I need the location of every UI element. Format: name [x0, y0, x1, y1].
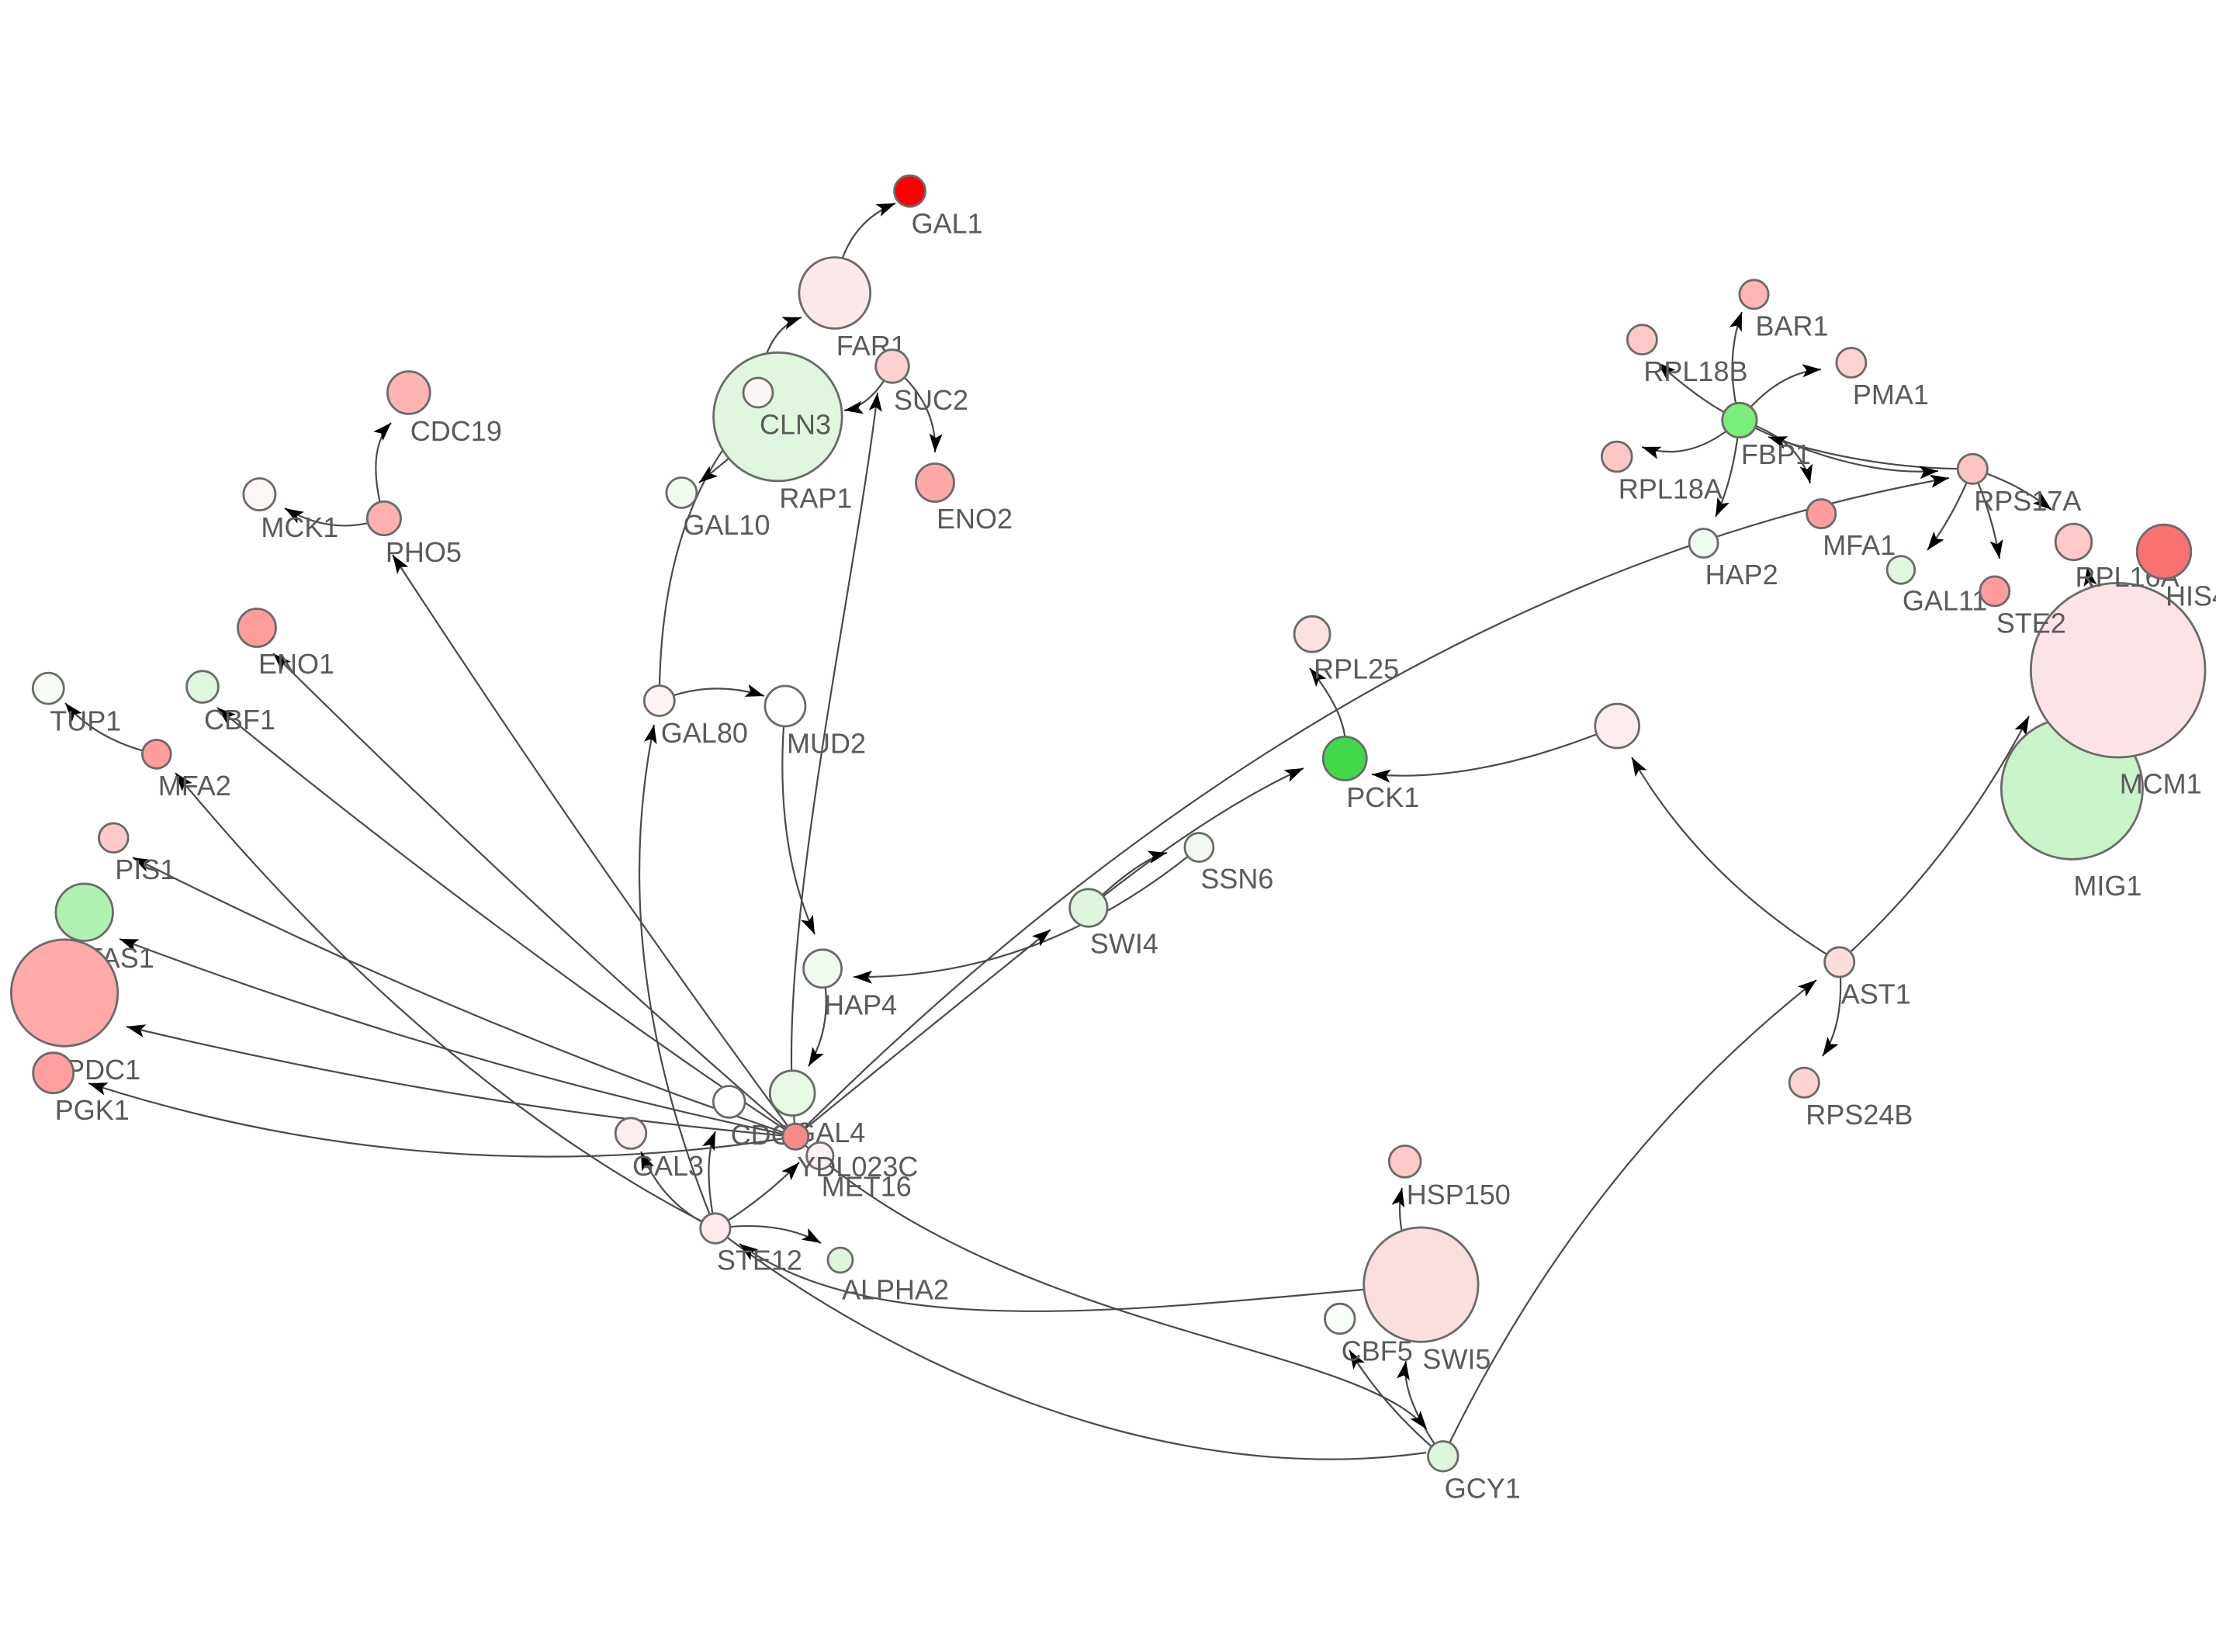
svg-text:RPS17A: RPS17A	[1974, 485, 2081, 517]
svg-text:SWI4: SWI4	[1090, 928, 1158, 960]
svg-text:TUP1: TUP1	[50, 705, 121, 737]
svg-text:SSN6: SSN6	[1200, 863, 1273, 895]
svg-text:GCY1: GCY1	[1445, 1473, 1521, 1505]
svg-text:HAP4: HAP4	[824, 989, 897, 1020]
svg-text:PCK1: PCK1	[1346, 781, 1419, 813]
svg-text:SUC2: SUC2	[894, 384, 968, 416]
svg-text:CBF1: CBF1	[204, 704, 275, 736]
svg-text:GAL10: GAL10	[683, 509, 770, 541]
svg-text:CBF5: CBF5	[1342, 1335, 1413, 1366]
svg-text:YDL023C: YDL023C	[797, 1151, 918, 1183]
svg-text:HAP2: HAP2	[1705, 559, 1778, 590]
svg-text:ALPHA2: ALPHA2	[842, 1274, 949, 1306]
svg-text:PHO5: PHO5	[386, 536, 462, 568]
svg-text:CDC19: CDC19	[410, 415, 502, 447]
svg-text:HIS4: HIS4	[2166, 580, 2216, 611]
svg-text:PMA1: PMA1	[1853, 379, 1929, 410]
svg-text:CLN3: CLN3	[760, 409, 831, 441]
svg-text:FBP1: FBP1	[1741, 438, 1811, 470]
svg-text:STE12: STE12	[717, 1245, 802, 1276]
svg-text:GAL11: GAL11	[1903, 585, 1987, 617]
svg-text:SWI5: SWI5	[1422, 1343, 1491, 1375]
svg-text:GAL1: GAL1	[912, 208, 983, 240]
svg-text:RPL25: RPL25	[1314, 653, 1399, 685]
svg-text:GAL80: GAL80	[661, 717, 748, 749]
svg-text:RPL18B: RPL18B	[1643, 355, 1747, 387]
svg-text:PGK1: PGK1	[55, 1094, 130, 1126]
svg-text:STE2: STE2	[1996, 607, 2066, 639]
svg-text:RPS24B: RPS24B	[1806, 1099, 1913, 1131]
svg-text:RAP1: RAP1	[779, 482, 852, 514]
svg-text:MCK1: MCK1	[261, 511, 338, 543]
svg-text:BAR1: BAR1	[1756, 310, 1829, 342]
svg-text:PDC1: PDC1	[66, 1054, 140, 1086]
svg-text:MFA2: MFA2	[158, 770, 231, 802]
svg-text:ENO2: ENO2	[937, 503, 1013, 535]
svg-text:AST1: AST1	[1841, 978, 1911, 1010]
svg-text:MUD2: MUD2	[787, 728, 866, 760]
svg-text:PIS1: PIS1	[115, 854, 175, 885]
svg-text:MET16: MET16	[822, 1170, 912, 1202]
svg-text:MCM1: MCM1	[2120, 768, 2202, 800]
svg-text:HSP150: HSP150	[1407, 1179, 1511, 1210]
svg-text:RPL18A: RPL18A	[1619, 473, 1723, 504]
svg-text:MFA1: MFA1	[1823, 529, 1896, 561]
svg-text:ENO1: ENO1	[258, 648, 334, 680]
svg-text:GAL3: GAL3	[632, 1150, 704, 1182]
svg-text:MIG1: MIG1	[2073, 870, 2142, 902]
